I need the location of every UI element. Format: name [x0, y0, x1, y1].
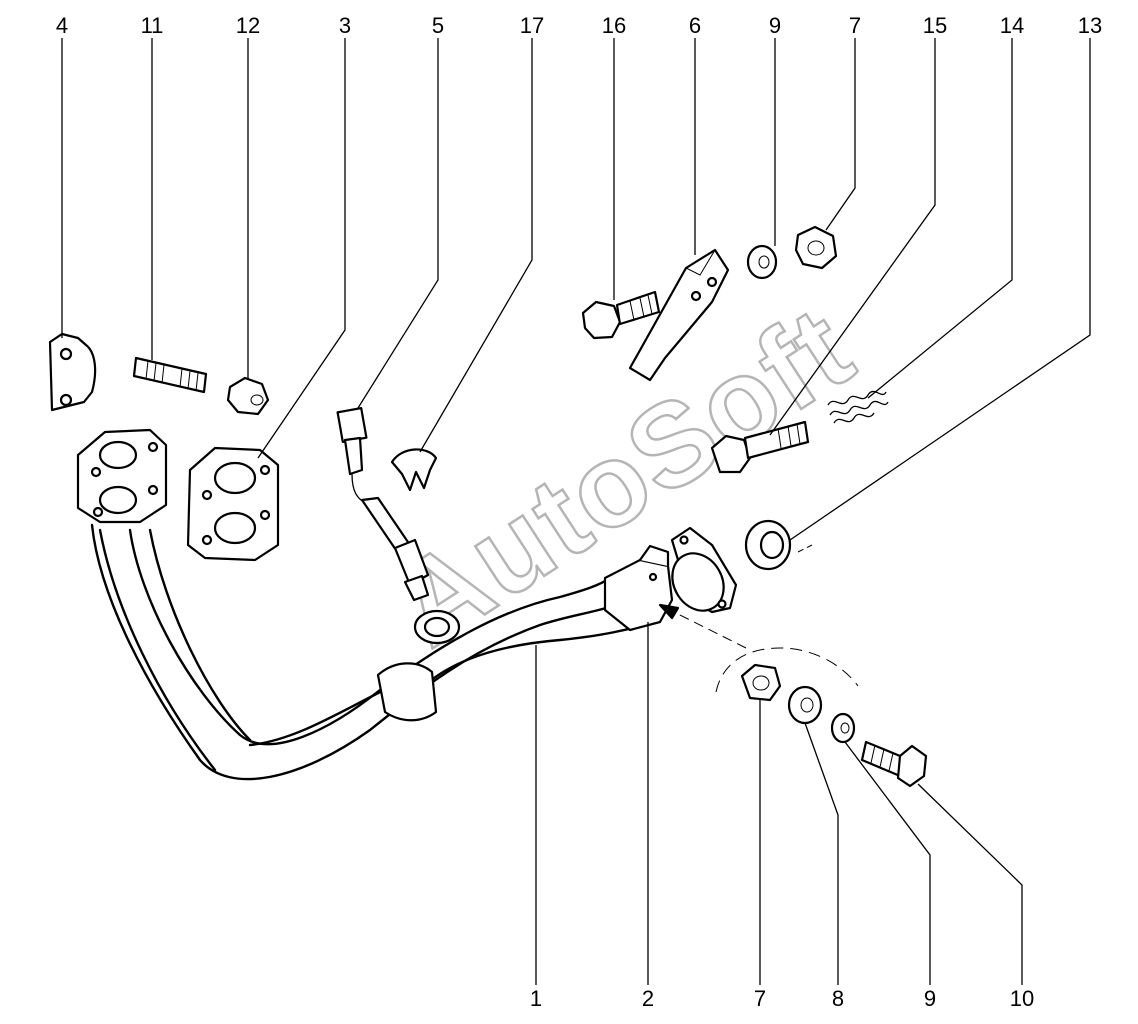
downpipe	[76, 428, 738, 781]
lower-fasteners	[740, 663, 928, 788]
assembly-guides	[658, 544, 859, 693]
label-12: 12	[236, 13, 260, 38]
label-3: 3	[339, 13, 351, 38]
leader-lines	[61, 38, 1091, 985]
label-1: 1	[530, 986, 542, 1011]
label-16: 16	[602, 13, 626, 38]
part-17-clip	[390, 448, 438, 492]
part-4-plate	[48, 332, 97, 412]
part-9-spring-washer-top	[746, 244, 778, 280]
part-14-spring	[827, 390, 889, 424]
label-13: 13	[1078, 13, 1102, 38]
label-9-bottom: 9	[924, 986, 936, 1011]
part-3-gasket	[186, 446, 280, 562]
label-5: 5	[432, 13, 444, 38]
part-13-ring	[744, 519, 792, 571]
label-2: 2	[642, 986, 654, 1011]
part-6-bracket	[628, 248, 730, 382]
part-12-nut	[226, 376, 270, 416]
label-10: 10	[1010, 986, 1034, 1011]
label-11: 11	[141, 13, 164, 38]
label-6: 6	[689, 13, 701, 38]
label-7-bottom: 7	[754, 986, 766, 1011]
part-5-lambda-sensor	[336, 407, 430, 602]
label-9-top: 9	[769, 13, 781, 38]
label-17: 17	[520, 13, 544, 38]
label-7-top: 7	[849, 13, 861, 38]
label-4: 4	[56, 13, 68, 38]
top-labels: 4 11 12 3 5 17 16 6 9 7 15 14 13	[56, 13, 1102, 38]
part-7-nut-top	[794, 225, 838, 270]
part-16-bolt	[581, 290, 661, 340]
bottom-labels: 1 2 7 8 9 10	[530, 986, 1034, 1011]
label-15: 15	[923, 13, 947, 38]
label-14: 14	[1000, 13, 1024, 38]
label-8: 8	[832, 986, 844, 1011]
part-11-stud	[132, 356, 208, 394]
part-15-bolt	[710, 420, 810, 474]
